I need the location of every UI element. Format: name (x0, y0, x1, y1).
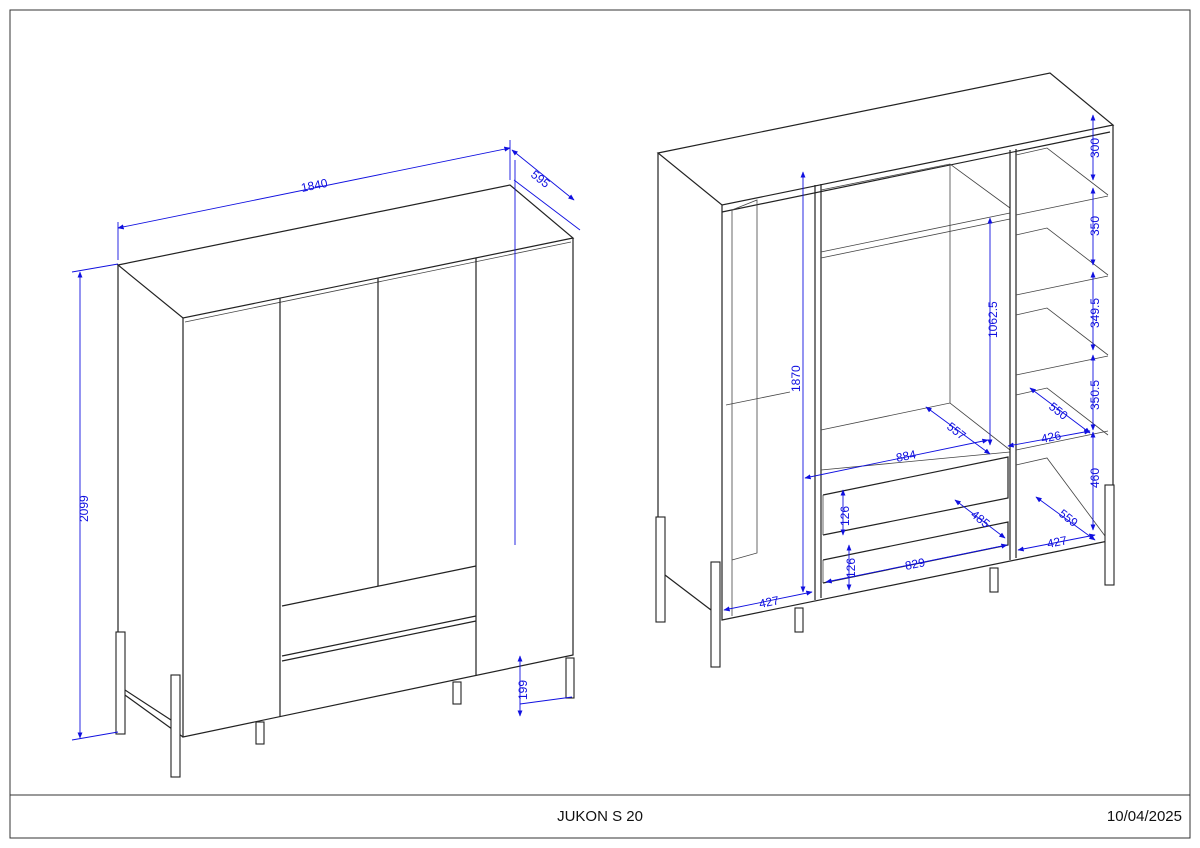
open-wardrobe-dimensions: 1870 427 1062.5 557 884 126 126 485 829 … (723, 114, 1102, 612)
left-width-dimension: 427 (758, 593, 781, 611)
hanging-height-dimension: 1062.5 (986, 301, 1000, 338)
height-dimension: 2099 (77, 495, 91, 522)
drawer-width-dimension: 829 (904, 555, 927, 573)
leg-height-dimension: 199 (516, 680, 530, 700)
bottom-depth-dimension: 559 (1056, 506, 1081, 530)
shelf-width-dimension: 426 (1040, 428, 1063, 446)
drawing-title: JUKON S 20 (557, 808, 643, 825)
middle-width-dimension: 884 (895, 447, 918, 465)
drawer-depth-dimension: 485 (968, 507, 993, 531)
bottom-width-dimension: 427 (1046, 533, 1069, 551)
shelf-gap-4: 350.5 (1088, 380, 1102, 410)
bottom-gap-dimension: 460 (1088, 468, 1102, 488)
open-wardrobe (655, 72, 1115, 668)
closed-wardrobe-dimensions: 1840 595 2099 199 (71, 140, 581, 741)
closed-wardrobe (115, 184, 575, 778)
drawing-frame (9, 9, 1191, 839)
shelf-gap-2: 350 (1088, 216, 1102, 236)
width-dimension: 1840 (300, 176, 329, 195)
shelf-gap-1: 300 (1088, 138, 1102, 158)
drawer-height-top: 126 (838, 506, 852, 526)
drawer-height-bottom: 126 (844, 558, 858, 578)
depth-dimension: 595 (528, 167, 553, 191)
drawing-date: 10/04/2025 (1107, 808, 1182, 825)
shelf-gap-3: 349.5 (1088, 298, 1102, 328)
inner-height-dimension: 1870 (789, 365, 803, 392)
